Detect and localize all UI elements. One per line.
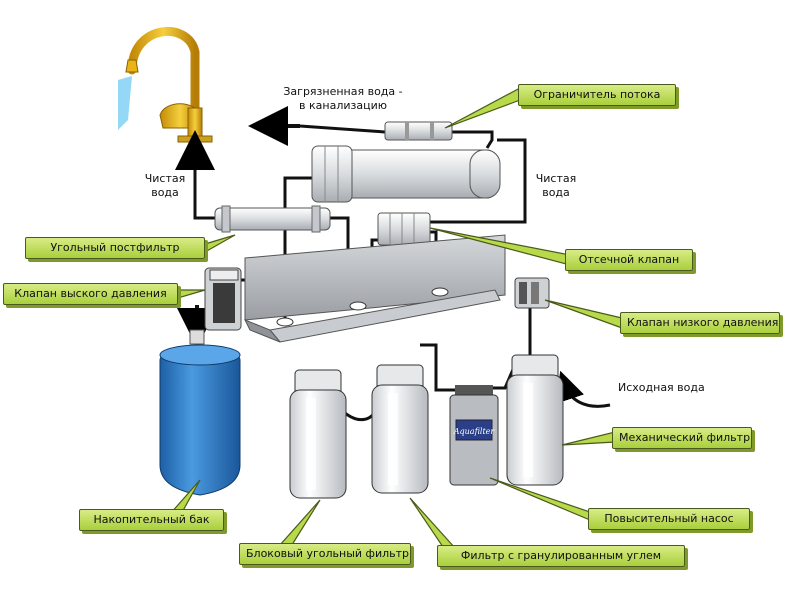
callout-shutoff-valve: Отсечной клапан [565, 249, 693, 271]
faucet [118, 27, 213, 143]
callout-flow-limiter: Ограничитель потока [518, 84, 676, 106]
mounting-bracket [243, 234, 506, 343]
high-pressure-valve [204, 267, 242, 331]
low-pressure-valve [514, 277, 550, 309]
membrane-housing [311, 145, 501, 203]
drain-note-line2: в канализацию [299, 99, 387, 112]
clean-water-right-line1: Чистая [535, 172, 577, 185]
clean-water-left-line2: вода [151, 186, 179, 199]
clean-water-right-line2: вода [542, 186, 570, 199]
granular-carbon-filter-housing [371, 364, 429, 494]
callout-mechanical-filter: Механический фильтр [612, 427, 752, 449]
clean-water-note-right: Чистая вода [528, 172, 584, 200]
callout-granular-carbon-filter: Фильтр с гранулированным углем [437, 545, 685, 567]
shutoff-valve [377, 212, 431, 246]
mechanical-filter-housing [506, 354, 564, 486]
water-stream [118, 76, 132, 130]
clean-water-note-left: Чистая вода [138, 172, 192, 200]
clean-water-left-line1: Чистая [144, 172, 186, 185]
callout-block-carbon-filter: Блоковый угольный фильтр [239, 543, 411, 565]
callout-low-pressure-valve: Клапан низкого давления [620, 312, 780, 334]
block-carbon-filter-housing [289, 369, 347, 499]
booster-pump: Aquafilter [449, 385, 499, 486]
drain-note-line1: Загрязненная вода - [283, 85, 403, 98]
flow-limiter [384, 121, 453, 141]
drain-note: Загрязненная вода - в канализацию [268, 85, 418, 113]
callout-carbon-postfilter: Угольный постфильтр [25, 237, 205, 259]
callout-storage-tank: Накопительный бак [79, 509, 224, 531]
source-water-note: Исходная вода [618, 381, 705, 394]
carbon-postfilter [214, 205, 331, 233]
callout-booster-pump: Повысительный насос [588, 508, 750, 530]
callout-high-pressure-valve: Клапан выского давления [3, 283, 178, 305]
source-water-arrow [555, 370, 611, 408]
storage-tank [159, 329, 241, 496]
pump-brand-label: Aquafilter [453, 427, 496, 436]
